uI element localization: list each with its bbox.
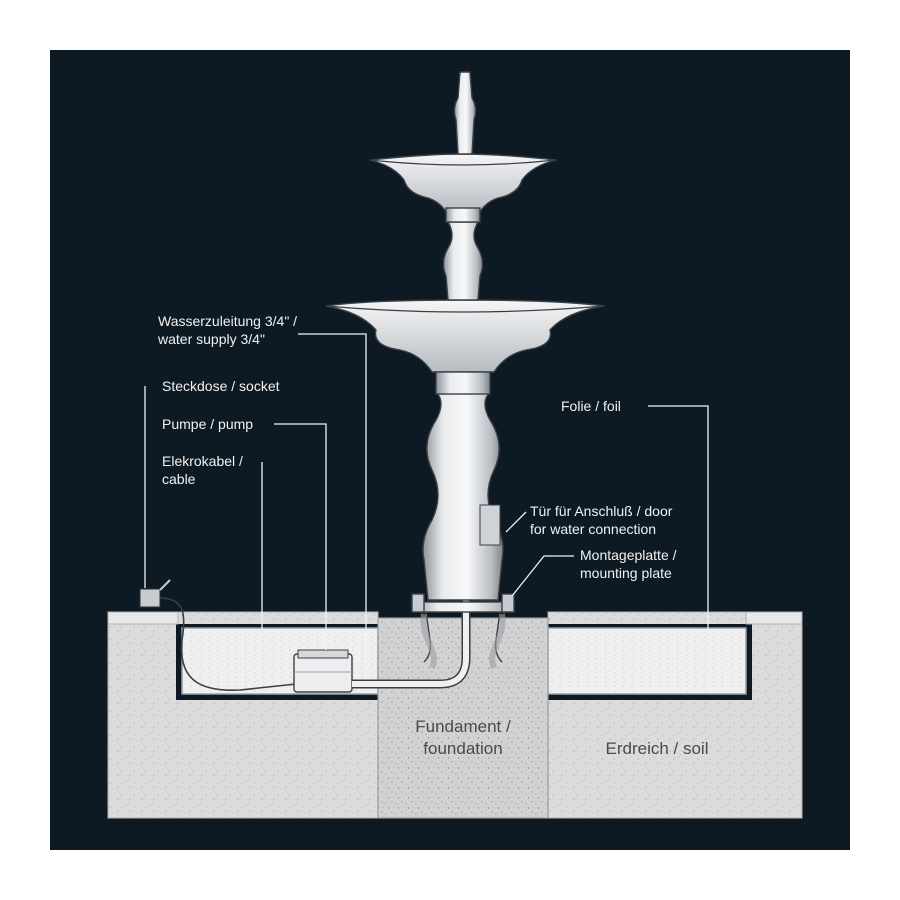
lower-column	[422, 391, 504, 601]
right-rim	[745, 611, 803, 625]
pump	[293, 649, 353, 693]
socket-box	[139, 588, 161, 608]
water-supply-label-line2: water supply 3/4"	[157, 331, 265, 347]
foundation-label-line1: Fundament /	[415, 717, 511, 736]
top-spout	[453, 71, 477, 155]
door-label-line2: for water connection	[530, 521, 656, 537]
left-rim	[107, 611, 179, 625]
fountain-column	[325, 71, 605, 670]
ground-section	[107, 611, 803, 819]
foundation-label-line2: foundation	[423, 739, 502, 758]
foil-label: Folie / foil	[561, 398, 621, 414]
water-supply-label-line1: Wasserzuleitung 3/4" /	[158, 313, 297, 329]
cable-label-line1: Elekrokabel /	[162, 453, 243, 469]
mounting-plate-label-line1: Montageplatte /	[580, 547, 677, 563]
electric-cable	[159, 597, 297, 691]
mounting-plate-label-line2: mounting plate	[580, 565, 672, 581]
cable-label-line2: cable	[162, 471, 196, 487]
socket-and-cable	[139, 579, 297, 691]
pump-label: Pumpe / pump	[162, 416, 253, 432]
labels: Wasserzuleitung 3/4" / water supply 3/4"…	[157, 313, 708, 758]
leader-lines	[144, 333, 709, 670]
socket-label: Steckdose / socket	[162, 378, 280, 394]
door-label-line1: Tür für Anschluß / door	[530, 503, 673, 519]
lower-bowl	[325, 299, 605, 373]
connection-door	[479, 504, 501, 546]
middle-stem	[442, 221, 484, 301]
mounting-plate	[411, 601, 515, 613]
soil-label: Erdreich / soil	[606, 739, 709, 758]
